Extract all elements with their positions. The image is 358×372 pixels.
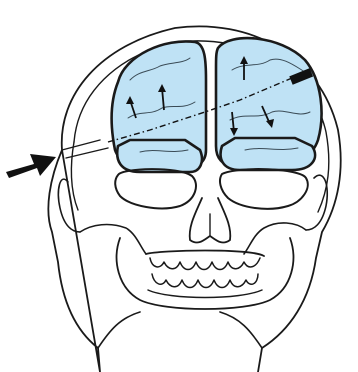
lower-teeth (152, 274, 258, 288)
right-cheekbone (244, 223, 306, 254)
right-ear (306, 175, 327, 230)
mandible-inner (148, 290, 262, 298)
left-cheekbone (80, 225, 146, 254)
skull-inner-lower-left (71, 142, 78, 210)
brain-right-temporal-lobe (221, 138, 315, 170)
upper-jaw (146, 251, 264, 257)
brain-left-temporal-lobe (117, 140, 202, 172)
neck-right (220, 312, 262, 348)
impact-arrow-icon (6, 154, 56, 178)
left-eye-socket (115, 169, 196, 208)
right-eye-socket (220, 169, 308, 209)
entry-wound-outline (62, 140, 108, 158)
neck-left (98, 312, 140, 348)
upper-teeth (150, 258, 260, 270)
